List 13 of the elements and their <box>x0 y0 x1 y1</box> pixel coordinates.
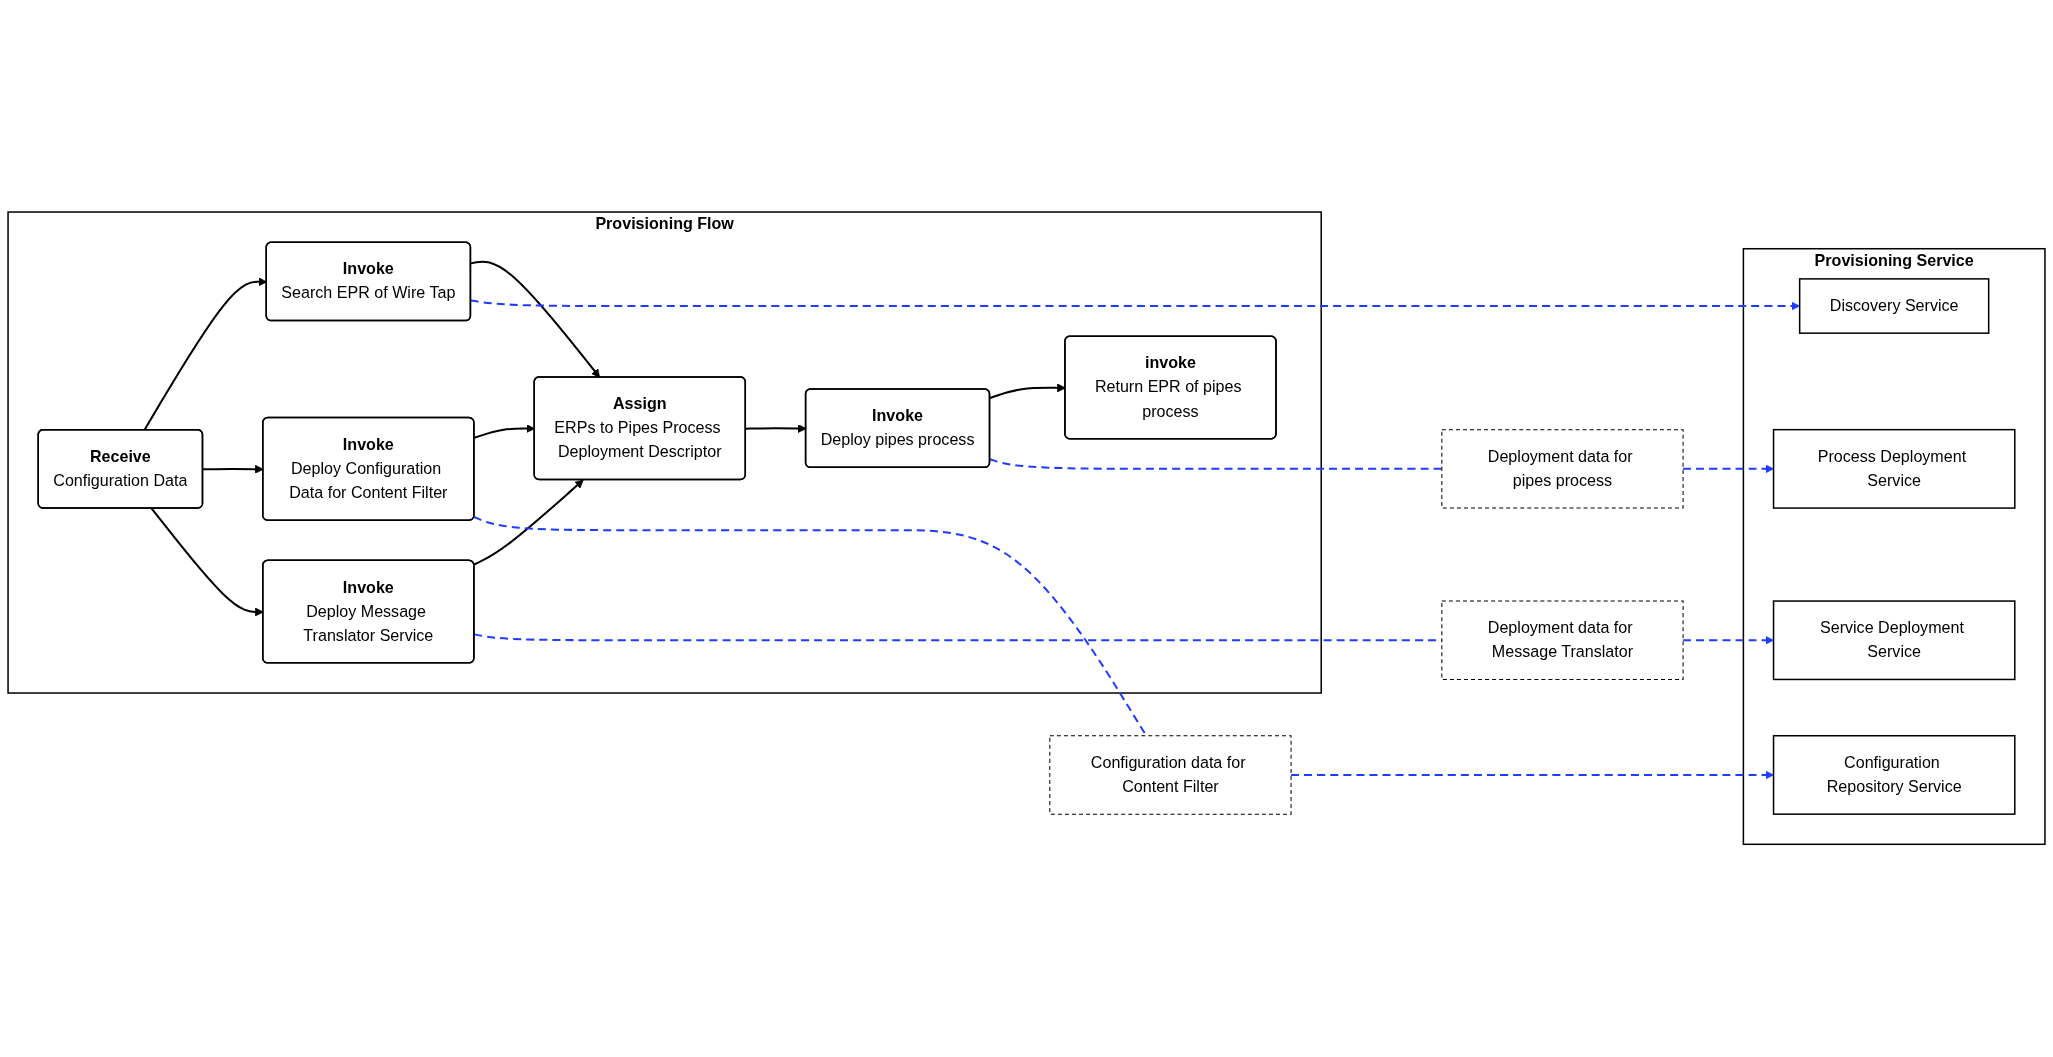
arrow <box>1683 464 1774 474</box>
arrow <box>1291 770 1774 780</box>
node-box: Service Deployment Service <box>1772 600 2016 681</box>
node-box: Configuration Repository Service <box>1772 735 2016 816</box>
node-box: Configuration data for Content Filter <box>1049 735 1292 815</box>
arrow <box>1683 636 1774 645</box>
connector <box>989 458 1442 471</box>
arrow <box>470 260 601 379</box>
node-box: Deployment data for pipes process <box>1441 429 1684 509</box>
node-box: Deployment data for Message Translator <box>1441 600 1684 681</box>
node-box: Discovery Service <box>1798 278 1990 335</box>
arrow <box>473 479 584 566</box>
node-box: Process Deployment Service <box>1772 429 2016 510</box>
